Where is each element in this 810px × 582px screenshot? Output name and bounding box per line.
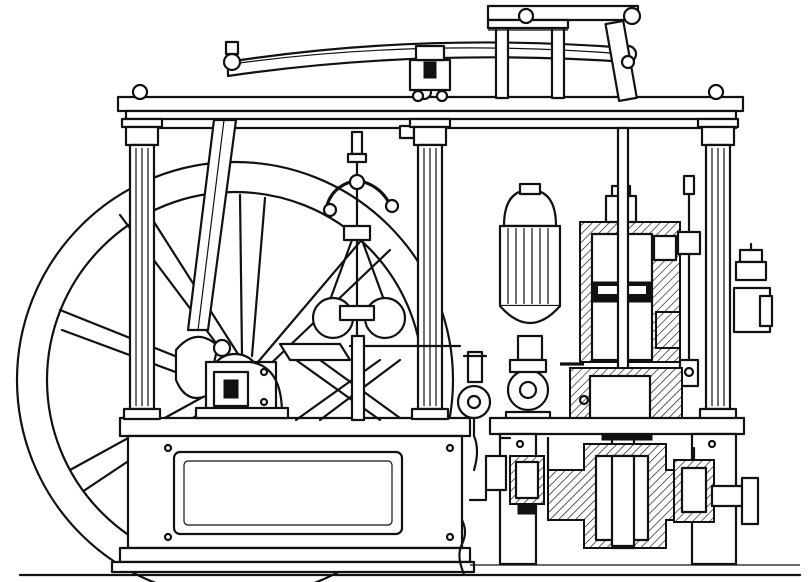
condenser-section (547, 443, 701, 549)
steam-cylinder (579, 184, 681, 363)
pipework (472, 362, 584, 472)
base-plinth (110, 416, 476, 574)
air-vessel (498, 182, 562, 362)
lattice-arms (278, 342, 462, 422)
entablature (116, 83, 745, 140)
centrifugal-governor (311, 130, 407, 422)
parallel-motion (486, 4, 642, 103)
column-left (120, 117, 164, 421)
hot-well-pump-right (673, 446, 760, 526)
side-pump-left (456, 350, 552, 424)
column-right (696, 117, 740, 421)
crank-bearing (194, 338, 290, 420)
air-pump-left (468, 454, 545, 515)
beam-pivot-bearing (408, 44, 452, 103)
steam-inlet-valve (732, 242, 774, 334)
valve-gear (676, 174, 702, 388)
column-middle (408, 117, 452, 421)
